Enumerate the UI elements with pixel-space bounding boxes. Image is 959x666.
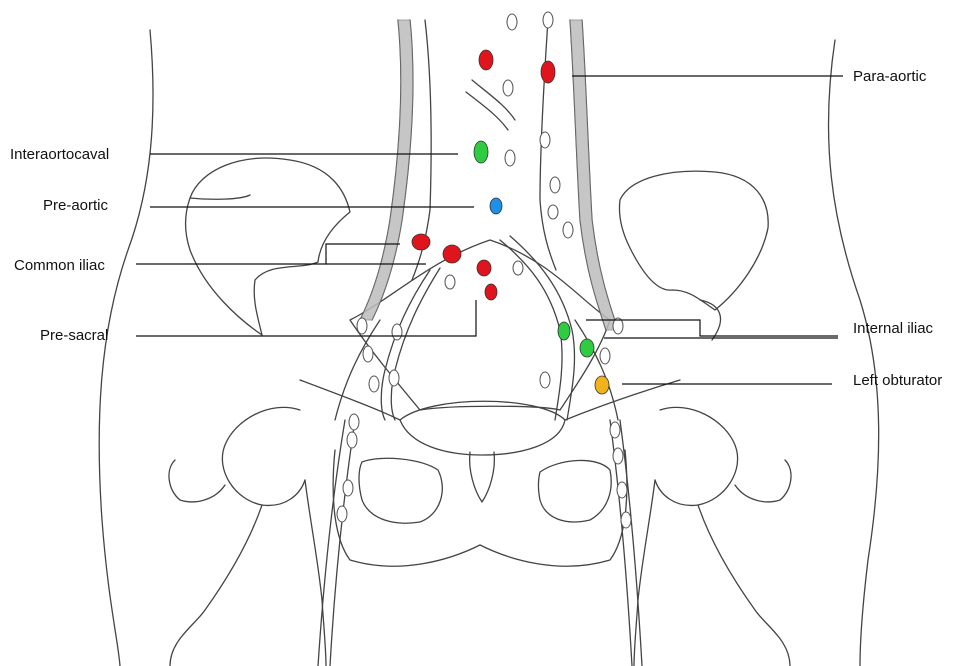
right-femur — [698, 505, 790, 666]
normal-node — [550, 177, 560, 193]
right-obturator-foramen — [539, 460, 612, 522]
label-interaortocaval: Interaortocaval — [10, 146, 109, 164]
label-para-aortic: Para-aortic — [853, 68, 926, 86]
normal-node — [540, 372, 550, 388]
normal-node — [513, 261, 523, 275]
body-outline-right — [828, 40, 878, 666]
normal-node — [621, 512, 631, 528]
normal-node — [600, 348, 610, 364]
normal-node — [503, 80, 513, 96]
normal-node — [392, 324, 402, 340]
label-internal-iliac: Internal iliac — [853, 320, 933, 338]
pre-sacral-node — [477, 260, 491, 276]
label-left-obturator: Left obturator — [853, 372, 942, 390]
normal-node — [507, 14, 517, 30]
left-iliac-wing — [186, 158, 351, 335]
common-iliac-node — [443, 245, 461, 263]
pre-sacral-leader — [136, 300, 476, 336]
interaortocaval-node — [474, 141, 488, 163]
label-pre-aortic: Pre-aortic — [43, 197, 108, 215]
normal-node — [610, 422, 620, 438]
normal-node — [563, 222, 573, 238]
right-iliac-wing — [619, 171, 768, 310]
left-femur — [170, 505, 262, 666]
label-common-iliac: Common iliac — [14, 257, 105, 275]
left-obturator-foramen — [359, 458, 442, 523]
normal-node — [613, 448, 623, 464]
normal-node — [369, 376, 379, 392]
internal-iliac-node — [580, 339, 594, 357]
right-femoral-head — [655, 407, 738, 505]
left-obturator-node — [595, 376, 609, 394]
pre-aortic-node — [490, 198, 502, 214]
para-aortic-node — [479, 50, 493, 70]
normal-node — [343, 480, 353, 496]
normal-node — [363, 346, 373, 362]
normal-node — [357, 318, 367, 334]
normal-node — [445, 275, 455, 289]
normal-node — [617, 482, 627, 498]
body-outline-left — [99, 30, 153, 666]
normal-node — [347, 432, 357, 448]
vena-cava-shading — [360, 20, 413, 320]
normal-node — [548, 205, 558, 219]
common-iliac-node — [412, 234, 430, 250]
normal-node — [389, 370, 399, 386]
label-pre-sacral: Pre-sacral — [40, 327, 108, 345]
normal-node — [337, 506, 347, 522]
left-femoral-head — [222, 407, 305, 505]
normal-node — [505, 150, 515, 166]
normal-node — [540, 132, 550, 148]
internal-iliac-leader — [586, 320, 838, 336]
pre-sacral-node — [485, 284, 497, 300]
normal-node — [349, 414, 359, 430]
internal-iliac-node — [558, 322, 570, 340]
para-aortic-node — [541, 61, 555, 83]
common-iliac-leader — [136, 244, 400, 264]
normal-node — [543, 12, 553, 28]
